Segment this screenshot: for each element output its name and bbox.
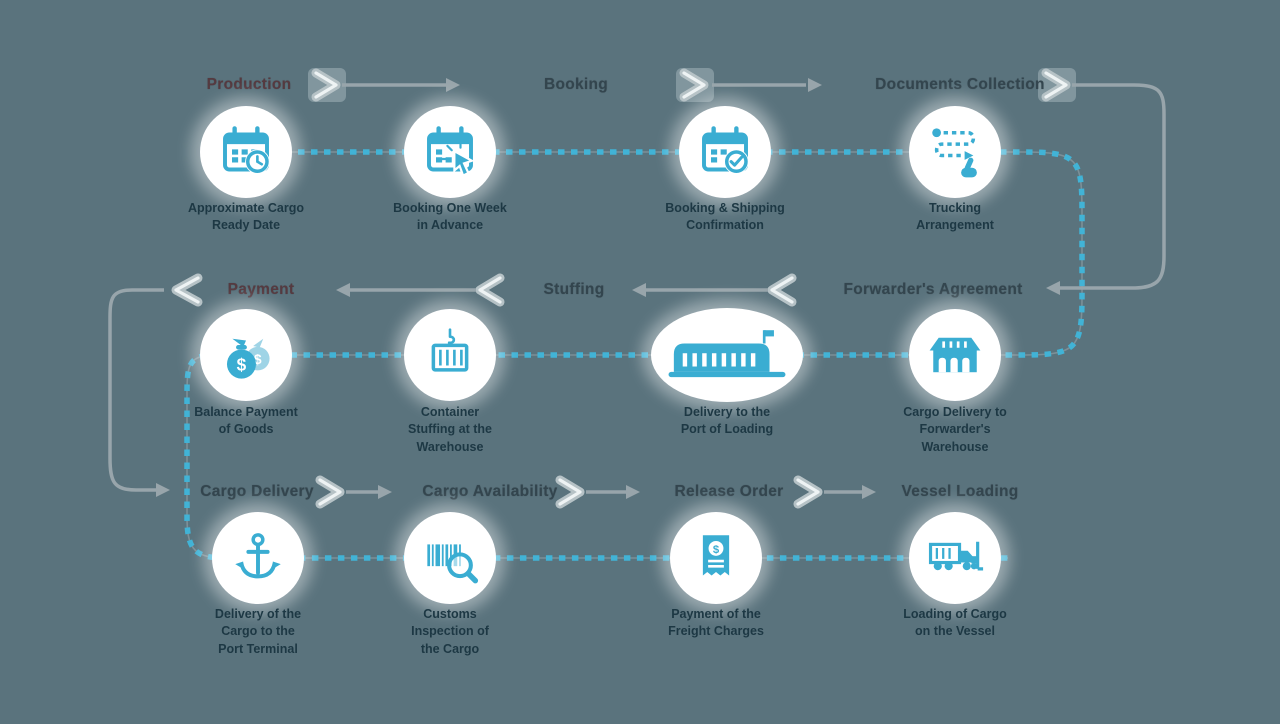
pointing-hand-icon <box>961 157 977 178</box>
step-caption: Delivery of the Cargo to the Port Termin… <box>214 607 302 656</box>
calendar-check-icon <box>702 126 749 174</box>
chevron-left-icon <box>174 276 200 304</box>
chevron-right-icon <box>314 71 338 99</box>
svg-text:$: $ <box>713 544 720 556</box>
dotted-route-path <box>184 149 1085 561</box>
step-caption: Cargo Delivery to Forwarder's Warehouse <box>903 405 1007 454</box>
step-circle-customs-inspection <box>404 512 496 604</box>
route-plan-icon <box>932 128 977 178</box>
arrowhead-right-icon <box>626 485 640 499</box>
anchor-icon <box>235 533 281 579</box>
arrowhead-right-icon <box>862 485 876 499</box>
calendar-clock-icon <box>223 126 270 174</box>
chevron-right-icon <box>796 478 820 506</box>
calendar-cursor-icon <box>427 126 475 178</box>
step-circle-trucking-arrangement <box>909 106 1001 198</box>
chevron-right-icon <box>682 71 706 99</box>
step-caption: Approximate Cargo Ready Date <box>188 201 304 233</box>
phase-header-cargo-availability: Cargo Availability <box>422 483 558 500</box>
invoice-icon: $ <box>702 535 730 576</box>
step-caption: Balance Payment of Goods <box>194 405 298 437</box>
arrowhead-right-icon <box>446 78 460 92</box>
barcode-inspection-icon <box>427 544 479 584</box>
phase-header-stuffing: Stuffing <box>543 281 605 298</box>
chevron-right-icon <box>558 478 582 506</box>
step-circle-freight-payment: $ <box>670 512 762 604</box>
step-caption: Trucking Arrangement <box>916 201 994 233</box>
step-circle-port-arrival <box>212 512 304 604</box>
svg-text:$: $ <box>237 354 247 374</box>
step-circle-payment: $ $ <box>200 309 292 401</box>
phase-header-vessel-loading: Vessel Loading <box>901 483 1019 500</box>
phase-header-payment: Payment <box>227 281 295 298</box>
step-circle-cargo-ready-date <box>200 106 292 198</box>
step-circle-forwarder-warehouse <box>909 309 1001 401</box>
money-bags-icon: $ $ <box>226 338 270 379</box>
port-terminal-icon <box>668 330 786 378</box>
phase-header-release-order: Release Order <box>674 483 784 500</box>
arrowhead-left-icon <box>336 283 350 297</box>
step-circle-booking-confirmation <box>679 106 771 198</box>
step-circle-stuffing <box>404 309 496 401</box>
step-caption: Booking & Shipping Confirmation <box>665 201 785 233</box>
phase-header-documents: Documents Collection <box>875 76 1045 93</box>
arrowhead-right-icon <box>378 485 392 499</box>
chevron-left-icon <box>478 276 502 304</box>
phase-header-forwarders-agreement: Forwarder's Agreement <box>843 281 1023 298</box>
step-caption: Customs Inspection of the Cargo <box>411 607 489 656</box>
truck-loading-icon <box>928 541 984 571</box>
phase-header-booking: Booking <box>543 76 609 93</box>
step-circle-port-delivery <box>651 308 803 402</box>
chevron-left-icon <box>770 276 794 304</box>
arrow-curve-left <box>108 288 164 492</box>
phase-header-production: Production <box>206 76 292 93</box>
arrowhead-right-icon <box>808 78 822 92</box>
arrowhead-left-icon <box>632 283 646 297</box>
warehouse-icon <box>929 337 981 373</box>
dotted-route <box>184 149 1085 561</box>
arrow-curve-right <box>1058 83 1166 290</box>
step-circle-booking-advance <box>404 106 496 198</box>
step-caption: Payment of the Freight Charges <box>668 607 764 639</box>
step-caption: Container Stuffing at the Warehouse <box>407 405 492 454</box>
step-circle-vessel-loading <box>909 512 1001 604</box>
arrowhead-right-icon <box>156 483 170 497</box>
arrowhead-left-icon <box>1046 281 1060 295</box>
step-arrows <box>108 68 1166 509</box>
container-icon <box>431 328 469 372</box>
step-caption: Delivery to the Port of Loading <box>680 405 774 437</box>
chevron-right-icon <box>318 478 342 506</box>
phase-header-cargo-delivery: Cargo Delivery <box>200 483 314 500</box>
step-caption: Booking One Week in Advance <box>393 201 507 233</box>
chevron-right-icon <box>1044 71 1068 99</box>
svg-text:$: $ <box>254 352 262 367</box>
step-caption: Loading of Cargo on the Vessel <box>903 607 1007 639</box>
